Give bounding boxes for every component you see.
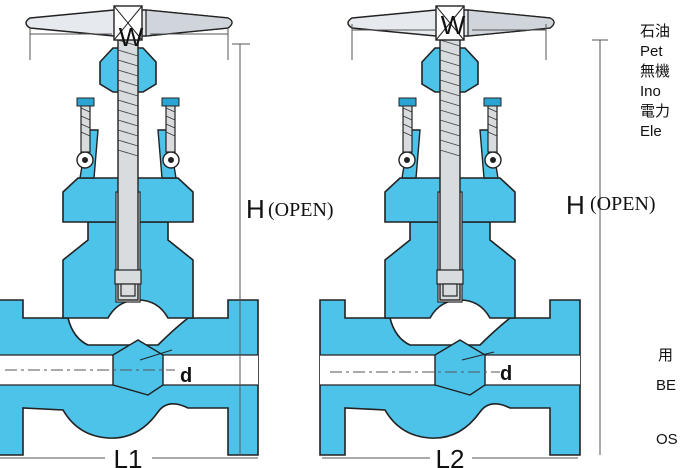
bottom-text-3: OS <box>656 431 678 448</box>
side-text-line: Ele <box>640 123 662 140</box>
valve-2-width-label: W <box>441 10 466 40</box>
valve-1-diameter-label: d <box>180 365 192 387</box>
valve-1-drawing <box>0 5 259 456</box>
side-text-line: Pet <box>640 43 663 60</box>
valve-1-open-label: (OPEN) <box>268 199 334 221</box>
side-text-line: Ino <box>640 83 661 100</box>
valve-2: W H (OPEN) d L2 <box>319 5 656 468</box>
side-text-line: 無機 <box>640 63 671 80</box>
side-text-line: 電力 <box>640 103 671 120</box>
valve-2-d-leader <box>461 351 495 361</box>
valve-1-width-label: W <box>119 22 144 52</box>
valve-1-length-label: L1 <box>114 444 143 468</box>
valve-2-length-label: L2 <box>436 444 465 468</box>
valve-2-diameter-label: d <box>500 363 512 385</box>
valve-1-d-leader <box>139 349 173 361</box>
valve-1: W H (OPEN) d L1 <box>0 5 334 468</box>
side-text-column: 石油 Pet 無機 Ino 電力 Ele <box>640 22 670 142</box>
valve-2-open-label: (OPEN) <box>590 193 656 215</box>
bottom-text-2: BE <box>656 377 677 394</box>
valve-1-height-label: H <box>246 194 265 224</box>
bottom-text-1: 用 <box>658 347 674 364</box>
valve-2-height-label: H <box>566 190 585 220</box>
valve-2-drawing <box>319 5 581 456</box>
side-text-line: 石油 <box>640 23 671 40</box>
